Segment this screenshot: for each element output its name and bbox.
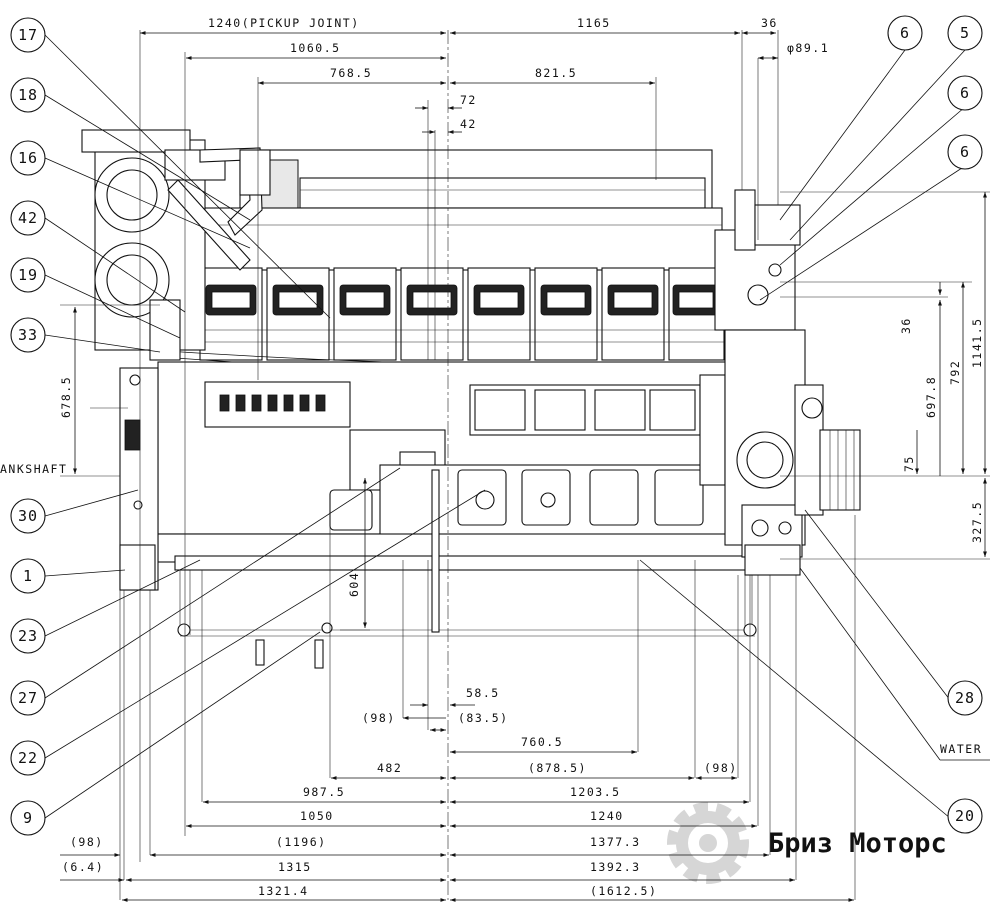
- svg-text:6: 6: [960, 84, 970, 102]
- dim-1203-5: 1203.5: [570, 785, 621, 799]
- dim-1196: (1196): [276, 835, 327, 849]
- dimension-lines: [60, 31, 987, 902]
- svg-text:6: 6: [900, 24, 910, 42]
- crankshaft-pulley: [794, 384, 861, 516]
- dim-1060-5: 1060.5: [290, 41, 341, 55]
- dim-1377-3: 1377.3: [590, 835, 641, 849]
- dim-72: 72: [460, 93, 477, 107]
- front-end-accessories: [699, 189, 806, 576]
- balloon-6-a: 6: [887, 15, 923, 51]
- dim-1321-4: 1321.4: [258, 884, 309, 898]
- dim-phi-89-1: φ89.1: [787, 41, 829, 55]
- svg-text:6: 6: [960, 143, 970, 161]
- dim-1050: 1050: [300, 809, 334, 823]
- balloon-9: 9: [10, 800, 46, 836]
- dim-42: 42: [460, 117, 477, 131]
- gear-logo-icon: [667, 802, 749, 884]
- svg-text:19: 19: [18, 266, 38, 284]
- dim-697-8: 697.8: [924, 376, 938, 418]
- balloon-28: 28: [947, 680, 983, 716]
- part-balloons-left: 17 18 16 42 19 33 30 1 23 27 22 9: [10, 17, 46, 836]
- svg-text:20: 20: [955, 807, 975, 825]
- turbochargers: [81, 129, 271, 361]
- dim-1141-5: 1141.5: [970, 317, 984, 368]
- label-crankshaft: ANKSHAFT: [0, 462, 67, 476]
- dim-1240-bottom: 1240: [590, 809, 624, 823]
- balloon-42: 42: [10, 200, 46, 236]
- svg-text:27: 27: [18, 689, 38, 707]
- dim-987-5: 987.5: [303, 785, 345, 799]
- watermark: Бриз Моторс ®: [667, 802, 973, 884]
- dim-75: 75: [902, 455, 916, 472]
- svg-text:1: 1: [23, 567, 33, 585]
- svg-text:28: 28: [955, 689, 975, 707]
- svg-text:30: 30: [18, 507, 38, 525]
- dim-36-top: 36: [761, 16, 778, 30]
- dim-878-5: (878.5): [528, 761, 587, 775]
- dim-1240-pickup: 1240(PICKUP JOINT): [208, 16, 360, 30]
- balloon-16: 16: [10, 140, 46, 176]
- svg-text:17: 17: [18, 26, 38, 44]
- dim-821-5: 821.5: [535, 66, 577, 80]
- dim-58-5: 58.5: [466, 686, 500, 700]
- dim-6-4: (6.4): [62, 860, 104, 874]
- svg-text:5: 5: [960, 24, 970, 42]
- dim-604: 604: [347, 572, 361, 597]
- dimension-labels: 1240(PICKUP JOINT) 1165 36 1060.5 φ89.1 …: [0, 16, 984, 898]
- dim-327-5: 327.5: [970, 501, 984, 543]
- dim-83-5: (83.5): [458, 711, 509, 725]
- balloon-6-c: 6: [947, 134, 983, 170]
- dim-98-a: (98): [362, 711, 396, 725]
- dim-768-5: 768.5: [330, 66, 372, 80]
- balloon-30: 30: [10, 498, 46, 534]
- balloon-17: 17: [10, 17, 46, 53]
- dim-1315: 1315: [278, 860, 312, 874]
- dim-98-b: (98): [704, 761, 738, 775]
- svg-text:23: 23: [18, 627, 38, 645]
- balloon-23: 23: [10, 618, 46, 654]
- dim-36-right: 36: [899, 317, 913, 334]
- dim-1392-3: 1392.3: [590, 860, 641, 874]
- dim-678-5: 678.5: [59, 376, 73, 418]
- svg-text:22: 22: [18, 749, 38, 767]
- dim-792: 792: [948, 360, 962, 385]
- balloon-1: 1: [10, 558, 46, 594]
- balloon-20: 20: [947, 798, 983, 834]
- dim-482: 482: [377, 761, 402, 775]
- svg-text:33: 33: [18, 326, 38, 344]
- label-water: WATER: [940, 742, 982, 756]
- svg-text:42: 42: [18, 209, 38, 227]
- watermark-text: Бриз Моторс: [768, 828, 947, 859]
- svg-text:9: 9: [23, 809, 33, 827]
- svg-text:16: 16: [18, 149, 38, 167]
- balloon-19: 19: [10, 257, 46, 293]
- cylinder-heads: [199, 267, 725, 361]
- balloon-6-b: 6: [947, 75, 983, 111]
- dim-1612-5: (1612.5): [590, 884, 657, 898]
- dim-1165: 1165: [577, 16, 611, 30]
- balloon-33: 33: [10, 317, 46, 353]
- svg-text:18: 18: [18, 86, 38, 104]
- dim-760-5: 760.5: [521, 735, 563, 749]
- balloon-27: 27: [10, 680, 46, 716]
- engine-body: [81, 129, 861, 669]
- balloon-18: 18: [10, 77, 46, 113]
- dim-98-c: (98): [70, 835, 104, 849]
- part-balloons-right: 6 5 6 6 28 20: [887, 15, 983, 834]
- rocker-cover-base: [199, 207, 723, 271]
- balloon-5: 5: [947, 15, 983, 51]
- leader-lines: [44, 34, 990, 819]
- balloon-22: 22: [10, 740, 46, 776]
